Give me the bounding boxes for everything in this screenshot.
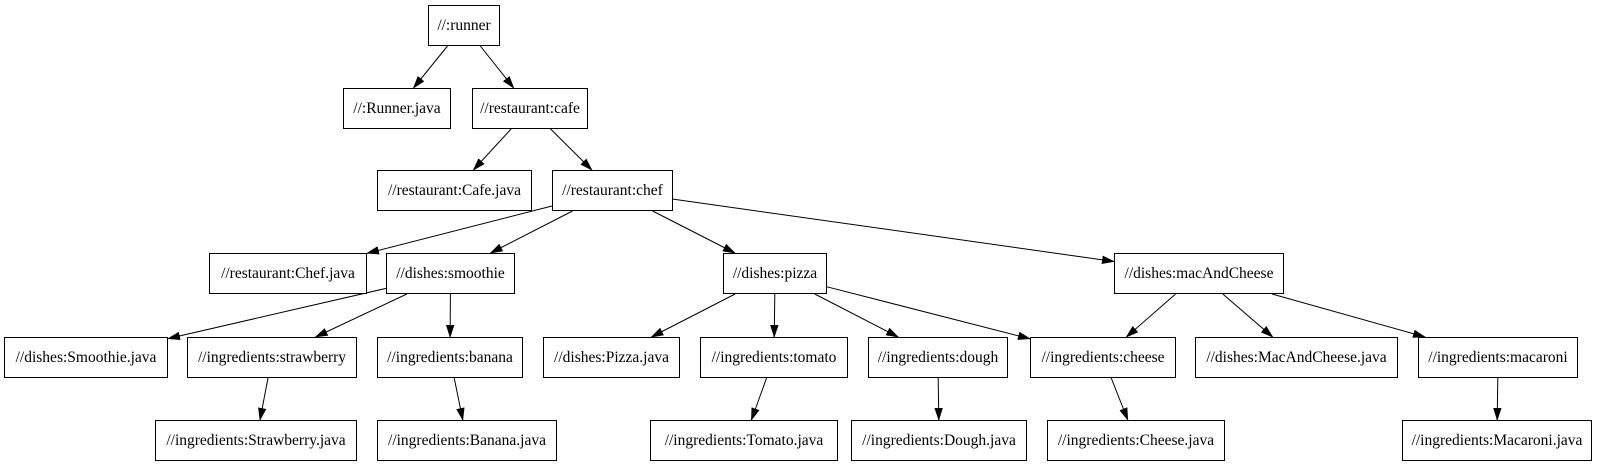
graph-node-tomato: //ingredients:tomato (700, 337, 848, 378)
graph-edge-smoothie-to-smoothie_java (167, 287, 387, 341)
graph-edge-macandcheese-to-cheese (1125, 293, 1176, 338)
graph-node-label: //dishes:macAndCheese (1124, 264, 1274, 282)
graph-edge-pizza-to-tomato (770, 293, 779, 338)
graph-edge-runner-to-cafe (479, 45, 515, 89)
graph-node-runner_java: //:Runner.java (343, 88, 451, 129)
graph-node-macaroni: //ingredients:macaroni (1418, 337, 1578, 378)
graph-node-label: //ingredients:banana (387, 348, 513, 366)
graph-edge-banana-to-banana_java (453, 377, 465, 421)
graph-node-label: //restaurant:cafe (480, 99, 580, 117)
graph-edge-chef-to-pizza (652, 210, 736, 254)
graph-node-strawberry_java: //ingredients:Strawberry.java (155, 420, 357, 461)
graph-edge-macandcheese-to-macandcheese_java (1222, 293, 1274, 338)
graph-node-label: //dishes:Smoothie.java (15, 348, 157, 366)
graph-node-label: //ingredients:Tomato.java (664, 431, 824, 449)
graph-node-label: //dishes:smoothie (396, 264, 505, 282)
graph-edge-chef-to-smoothie (489, 210, 573, 254)
graph-node-pizza_java: //dishes:Pizza.java (543, 337, 680, 378)
graph-node-label: //ingredients:Cheese.java (1057, 431, 1215, 449)
graph-node-tomato_java: //ingredients:Tomato.java (650, 420, 838, 461)
graph-node-chef: //restaurant:chef (552, 170, 673, 211)
graph-node-macaroni_java: //ingredients:Macaroni.java (1402, 420, 1592, 461)
graph-node-label: //ingredients:Strawberry.java (166, 431, 346, 449)
graph-edge-dough-to-dough_java (934, 377, 943, 421)
graph-node-label: //:runner (437, 16, 491, 34)
graph-edge-smoothie-to-strawberry (314, 293, 408, 338)
graph-node-label: //dishes:pizza (732, 264, 818, 282)
graph-node-smoothie: //dishes:smoothie (386, 253, 515, 294)
graph-node-dough_java: //ingredients:Dough.java (851, 420, 1027, 461)
graph-node-cheese_java: //ingredients:Cheese.java (1047, 420, 1225, 461)
graph-edge-runner-to-runner_java (412, 45, 448, 89)
graph-edge-macandcheese-to-macaroni (1271, 293, 1426, 338)
graph-edge-chef-to-chef_java (366, 205, 553, 255)
graph-node-cafe: //restaurant:cafe (472, 88, 588, 129)
graph-node-label: //restaurant:Cafe.java (388, 181, 521, 199)
graph-node-runner: //:runner (428, 5, 500, 46)
graph-edge-tomato-to-tomato_java (750, 377, 768, 421)
graph-node-macandcheese_java: //dishes:MacAndCheese.java (1195, 337, 1398, 378)
graph-edge-cheese-to-cheese_java (1110, 377, 1129, 421)
graph-node-strawberry: //ingredients:strawberry (187, 337, 357, 378)
graph-node-banana: //ingredients:banana (377, 337, 523, 378)
graph-node-label: //ingredients:cheese (1041, 348, 1165, 366)
graph-node-smoothie_java: //dishes:Smoothie.java (4, 337, 168, 378)
graph-edge-strawberry-to-strawberry_java (258, 377, 269, 421)
graph-edge-macaroni-to-macaroni_java (1493, 377, 1502, 421)
graph-node-label: //dishes:MacAndCheese.java (1206, 348, 1387, 366)
graph-edge-pizza-to-dough (814, 293, 900, 338)
graph-node-label: //restaurant:chef (562, 181, 663, 199)
graph-node-label: //ingredients:Dough.java (862, 431, 1016, 449)
graph-node-label: //ingredients:Banana.java (388, 431, 546, 449)
graph-node-label: //ingredients:Macaroni.java (1411, 431, 1583, 449)
graph-node-pizza: //dishes:pizza (723, 253, 827, 294)
graph-node-macandcheese: //dishes:macAndCheese (1114, 253, 1284, 294)
graph-node-cafe_java: //restaurant:Cafe.java (377, 170, 532, 211)
graph-node-chef_java: //restaurant:Chef.java (209, 253, 367, 294)
graph-node-label: //ingredients:dough (877, 348, 999, 366)
graph-node-label: //ingredients:tomato (711, 348, 837, 366)
graph-edge-pizza-to-cheese (826, 286, 1031, 340)
graph-node-label: //ingredients:macaroni (1428, 348, 1568, 366)
graph-edge-pizza-to-pizza_java (650, 293, 736, 338)
graph-node-label: //ingredients:strawberry (197, 348, 347, 366)
graph-edge-cafe-to-chef (550, 128, 593, 171)
graph-node-cheese: //ingredients:cheese (1030, 337, 1176, 378)
graph-edge-cafe-to-cafe_java (472, 128, 512, 171)
graph-node-dough: //ingredients:dough (868, 337, 1008, 378)
graph-node-banana_java: //ingredients:Banana.java (377, 420, 557, 461)
graph-node-label: //restaurant:Chef.java (221, 264, 355, 282)
graph-node-label: //:Runner.java (353, 99, 441, 117)
graph-node-label: //dishes:Pizza.java (554, 348, 669, 366)
